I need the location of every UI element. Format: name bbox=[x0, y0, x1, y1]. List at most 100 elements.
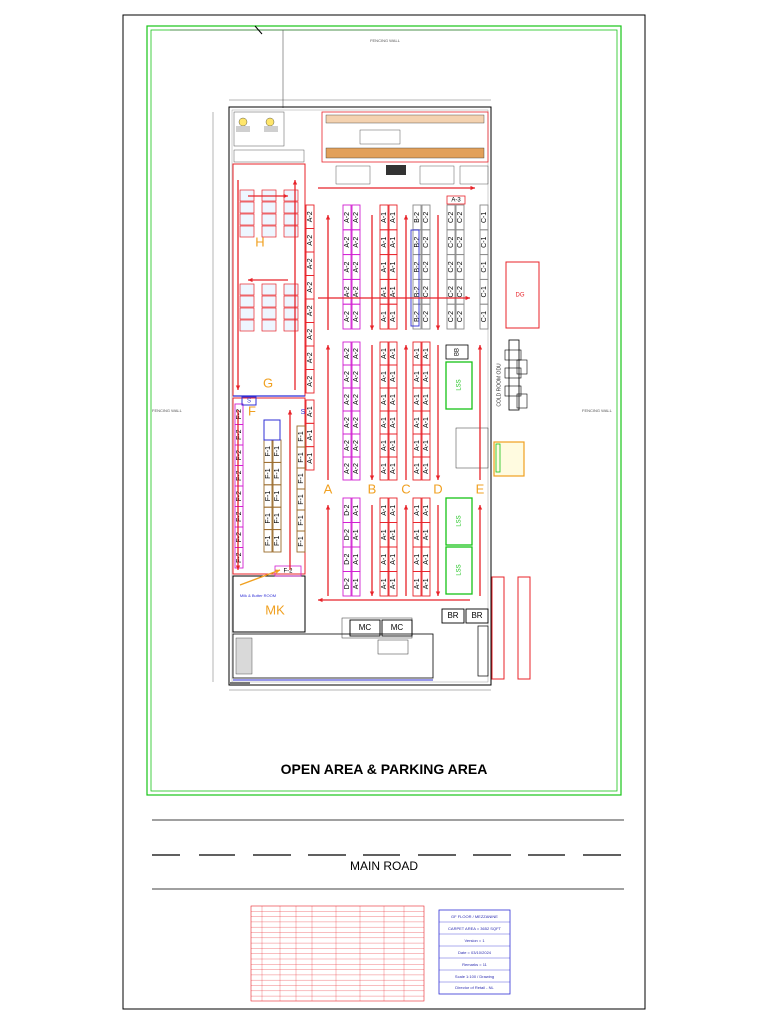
rack-code: A-1 bbox=[353, 578, 360, 589]
rack-code: F-2 bbox=[236, 429, 243, 440]
plot-boundary bbox=[146, 25, 622, 796]
rack-code: A-2 bbox=[344, 212, 351, 223]
rack-a1 bbox=[351, 571, 361, 597]
rack-code: A-1 bbox=[390, 286, 397, 297]
rack-a2 bbox=[351, 456, 361, 481]
arrow-head bbox=[477, 505, 483, 510]
arrow-head bbox=[248, 277, 253, 283]
rack-code: F-1 bbox=[274, 446, 281, 457]
rack-code: F-1 bbox=[274, 468, 281, 479]
rack-a1 bbox=[379, 456, 389, 481]
rack-code: B-2 bbox=[414, 311, 421, 322]
arrow-head bbox=[403, 505, 409, 510]
rack-cell bbox=[261, 225, 277, 238]
rack-cell bbox=[283, 283, 299, 296]
rack-code: C-2 bbox=[457, 236, 464, 247]
rack-code: A-2 bbox=[307, 282, 314, 293]
legend-line: Date = 03/10/2024 bbox=[457, 950, 492, 955]
rack-code: A-2 bbox=[353, 311, 360, 322]
rack-code: A-1 bbox=[381, 311, 388, 322]
rack-code: F-2 bbox=[236, 532, 243, 543]
rack-cell bbox=[261, 213, 277, 226]
rack-code: F-1 bbox=[298, 515, 305, 526]
br-label: BR bbox=[471, 611, 482, 620]
aisle-letter-d: D bbox=[433, 481, 442, 496]
lss-box bbox=[445, 497, 473, 546]
br-box bbox=[441, 608, 465, 624]
rack-code: C-1 bbox=[481, 261, 488, 272]
rack-code: B-2 bbox=[414, 261, 421, 272]
rack-f2-box bbox=[274, 565, 302, 577]
rack-code: C-2 bbox=[423, 311, 430, 322]
s-box bbox=[241, 396, 257, 406]
rack-code: A-2 bbox=[307, 211, 314, 222]
s-label: S bbox=[301, 409, 306, 416]
rack-code: A-1 bbox=[423, 505, 430, 516]
bb-label: BB bbox=[455, 348, 461, 356]
rack-code: A-1 bbox=[390, 578, 397, 589]
rack-code: A-1 bbox=[307, 429, 314, 440]
rack-code: A-2 bbox=[307, 329, 314, 340]
rack-code: A-1 bbox=[414, 348, 421, 359]
rack-cell bbox=[283, 295, 299, 308]
rack-code: F-1 bbox=[298, 473, 305, 484]
rack-c2 bbox=[455, 303, 465, 330]
rack-cell bbox=[261, 295, 277, 308]
rack-code: A-1 bbox=[381, 554, 388, 565]
legend-line: Director of Retail - NL bbox=[455, 985, 494, 990]
lss-label: LSS bbox=[457, 564, 463, 575]
arrow-head bbox=[403, 215, 409, 220]
zone-letter-f: F bbox=[248, 403, 256, 418]
rack-code: A-1 bbox=[390, 463, 397, 474]
lss-box bbox=[445, 546, 473, 595]
dg-label: DG bbox=[516, 293, 525, 299]
rack-code: A-1 bbox=[390, 554, 397, 565]
arrow-head bbox=[318, 597, 323, 603]
rack-code: F-1 bbox=[298, 452, 305, 463]
rack-code: A-1 bbox=[381, 286, 388, 297]
rack-code: A-2 bbox=[353, 371, 360, 382]
rack-code: A-1 bbox=[414, 554, 421, 565]
rack-code: A-1 bbox=[390, 371, 397, 382]
arrow-head bbox=[325, 345, 331, 350]
rack-code: A-1 bbox=[390, 529, 397, 540]
rack-code: A-1 bbox=[414, 505, 421, 516]
rack-code: A-1 bbox=[307, 453, 314, 464]
aisle-letter-e: E bbox=[476, 481, 485, 496]
rack-cell bbox=[283, 319, 299, 332]
arrow-head bbox=[435, 475, 441, 480]
legend-line: Version = 1 bbox=[464, 938, 485, 943]
rack-code: A-1 bbox=[381, 440, 388, 451]
rack-code: A-2 bbox=[307, 352, 314, 363]
cold-room-label: COLD ROOM ODU bbox=[496, 363, 502, 407]
rack-code: A-2 bbox=[344, 440, 351, 451]
arrow-head bbox=[369, 475, 375, 480]
legend-box bbox=[438, 909, 511, 995]
arrow-head bbox=[369, 591, 375, 596]
rack-code: A-2 bbox=[307, 305, 314, 316]
arrow-head bbox=[477, 345, 483, 350]
rack-code: F-2 bbox=[236, 511, 243, 522]
rack-cell bbox=[239, 201, 255, 214]
rack-code: D-2 bbox=[344, 578, 351, 589]
mc-box bbox=[381, 619, 413, 637]
legend-line: Scale 1:100 / Drawing bbox=[454, 974, 495, 979]
rack-code: A-1 bbox=[390, 311, 397, 322]
rack-code: A-2 bbox=[344, 417, 351, 428]
rack-cell bbox=[239, 307, 255, 320]
rack-c2 bbox=[446, 303, 456, 330]
arrow-head bbox=[403, 345, 409, 350]
rack-code: A-2 bbox=[344, 286, 351, 297]
rack-code: A-2 bbox=[344, 237, 351, 248]
arrow-head bbox=[435, 591, 441, 596]
rack-code: C-2 bbox=[457, 286, 464, 297]
rack-cell bbox=[239, 283, 255, 296]
rack-code: A-2 bbox=[344, 311, 351, 322]
aisle-letter-a: A bbox=[324, 481, 333, 496]
rack-code: A-2 bbox=[353, 261, 360, 272]
rack-code: F-1 bbox=[298, 431, 305, 442]
aisle-letter-c: C bbox=[401, 481, 410, 496]
rack-a1 bbox=[388, 303, 398, 330]
rack-code: A-1 bbox=[381, 261, 388, 272]
rack-code: F-1 bbox=[265, 491, 272, 502]
